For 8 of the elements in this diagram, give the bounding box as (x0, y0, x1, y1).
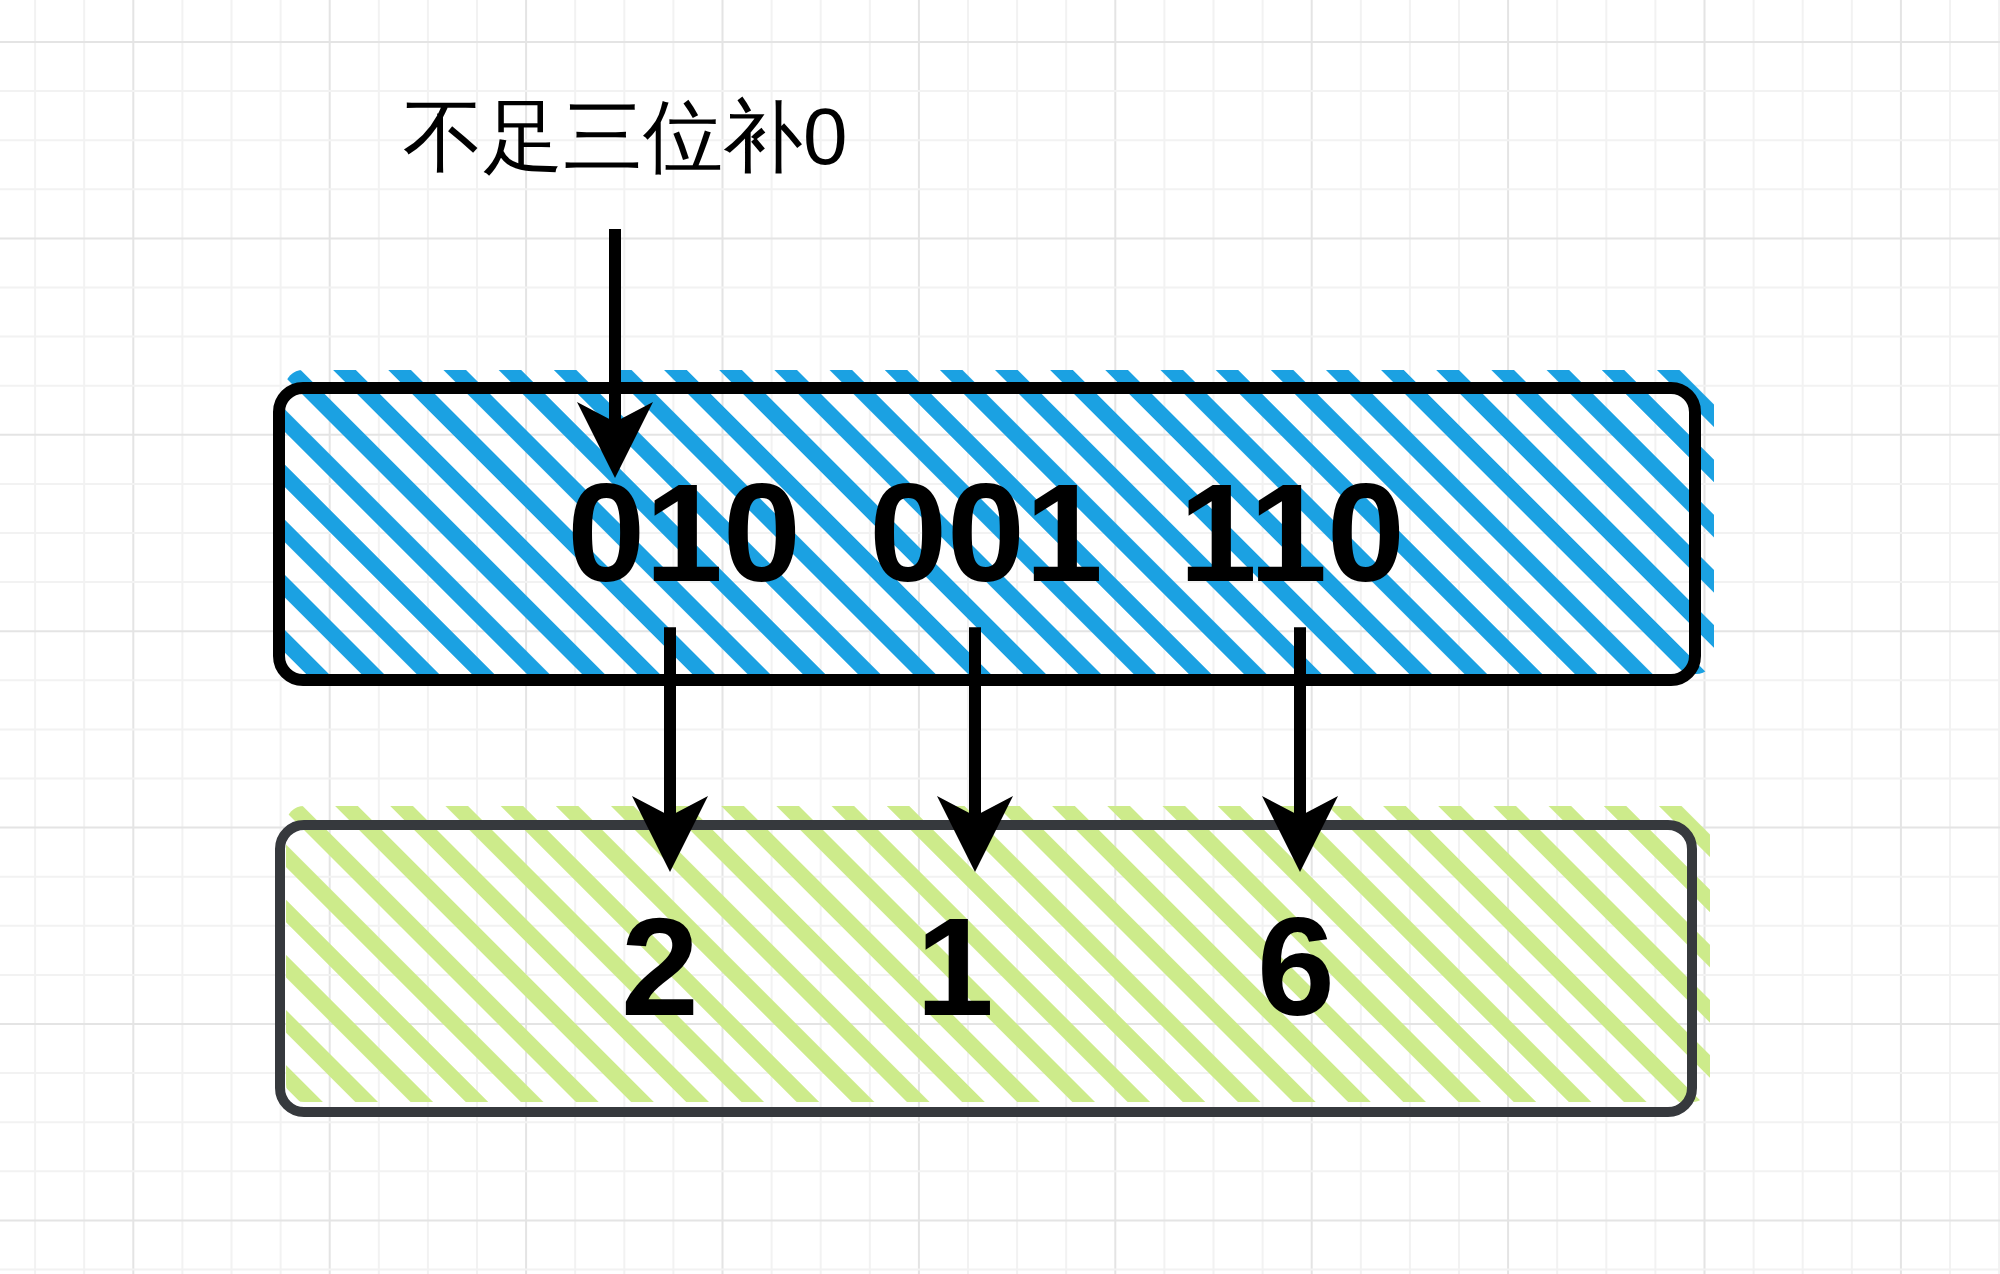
arrow (1262, 627, 1338, 872)
result-digit: 1 (916, 872, 994, 1022)
result-digit: 2 (621, 872, 699, 1022)
result-digit: 6 (1257, 872, 1335, 1022)
arrow (632, 627, 708, 872)
arrow (577, 229, 653, 478)
arrow (937, 627, 1013, 872)
note-text: 不足三位补0 (403, 97, 848, 229)
